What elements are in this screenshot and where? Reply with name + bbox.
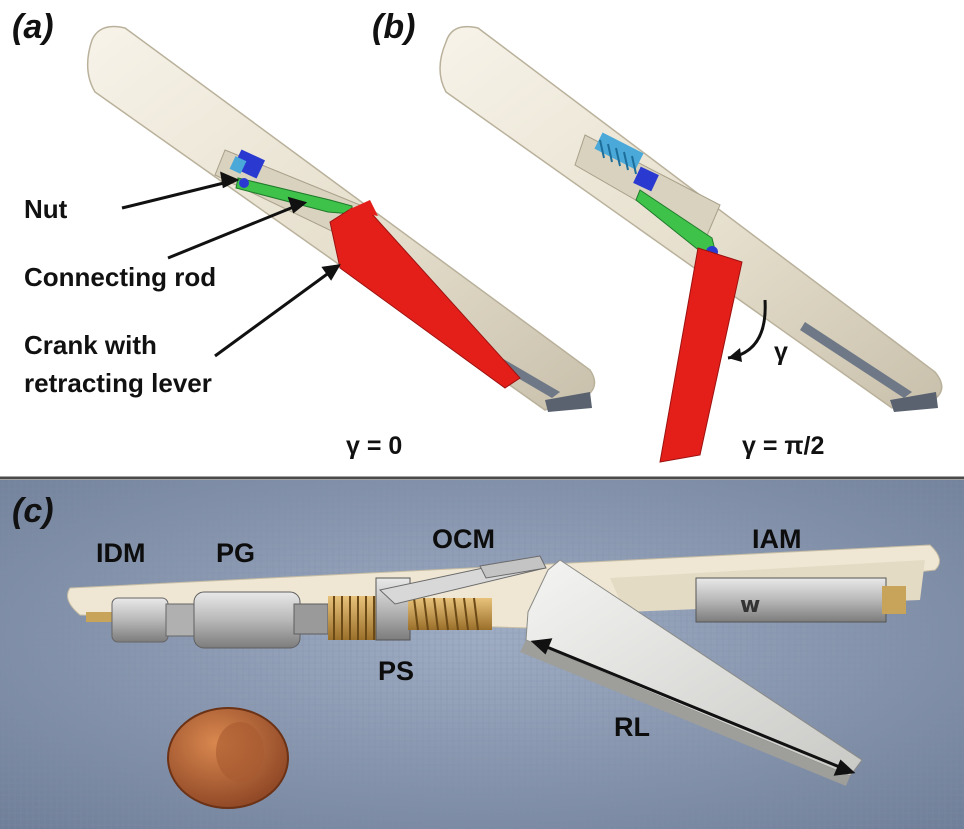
crank-lever-a [329, 207, 521, 389]
label-ps: PS [378, 656, 415, 686]
panel-b-label: (b) [372, 8, 416, 46]
label-iam: IAM [752, 524, 802, 554]
panel-a-label: (a) [12, 8, 54, 46]
panel-b-render [439, 25, 943, 463]
svg-text:w: w [740, 593, 760, 618]
panel-c-label: (c) [12, 492, 54, 530]
rl-dimension-arrow [530, 638, 856, 776]
label-pg: PG [216, 538, 256, 568]
nut-annotation: Nut [24, 194, 68, 224]
penny-coin [167, 707, 289, 809]
crank-annotation-line1: Crank with [24, 330, 157, 360]
idm-motor [86, 597, 197, 643]
crank-lever-b [659, 247, 743, 463]
pg-gearhead [193, 591, 329, 649]
panel-a-render [86, 25, 596, 412]
iam-actuator: w [695, 577, 906, 623]
label-rl: RL [614, 712, 650, 742]
gamma-angle-symbol: γ [774, 338, 788, 366]
label-idm: IDM [96, 538, 146, 568]
crank-annotation-line2: retracting lever [24, 368, 212, 398]
gamma-caption-a: γ = 0 [346, 432, 403, 460]
annotation-arrows [121, 171, 341, 358]
spring-b [594, 132, 644, 175]
gamma-caption-b: γ = π/2 [742, 432, 825, 460]
panel-c-photo: w [0, 480, 964, 829]
connecting-rod-annotation: Connecting rod [24, 262, 217, 292]
label-ocm: OCM [432, 524, 495, 554]
